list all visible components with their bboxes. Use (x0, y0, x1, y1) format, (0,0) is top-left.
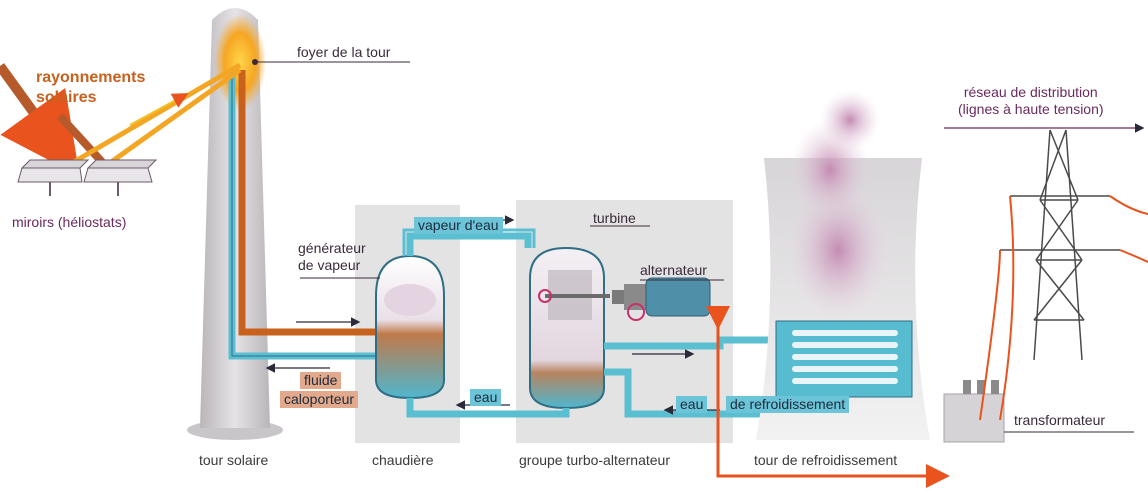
label-caloporteur: caloporteur (280, 391, 359, 408)
reflected-ray-1 (58, 62, 242, 173)
turbine-rotor (538, 270, 610, 320)
transformer (943, 380, 1005, 443)
sun-ray-1 (0, 63, 80, 177)
heliostat-mirrors (17, 159, 158, 196)
label-alternateur: alternateur (640, 262, 707, 278)
boiler-vessel (375, 254, 445, 400)
bottom-label-chaudiere: chaudière (372, 452, 434, 468)
condenser-coil (775, 320, 913, 398)
label-transformateur: transformateur (1014, 412, 1106, 428)
label-turbine: turbine (593, 210, 636, 226)
label-generateur: générateur de vapeur (298, 240, 366, 273)
bottom-label-tour-refroidissement: tour de refroidissement (754, 452, 898, 468)
boiler-steam-cloud (384, 284, 436, 316)
label-rayonnements: rayonnements solaires (36, 69, 146, 106)
label-miroirs: miroirs (héliostats) (12, 214, 127, 230)
tower-pipe-cold-outline (231, 70, 430, 357)
sun-ray-2 (57, 113, 105, 165)
tower-pipe-hot (238, 70, 430, 336)
label-vapeur: vapeur d'eau (414, 217, 503, 234)
tower-focus-glow (214, 14, 266, 110)
power-line (716, 316, 950, 488)
return-water-pipe (406, 398, 570, 418)
label-foyer: foyer de la tour (297, 44, 391, 60)
cooling-pipe-out (604, 336, 790, 350)
label-de-refroidissement: de refroidissement (726, 396, 850, 413)
reflected-ray-3 (129, 93, 189, 126)
bottom-label-groupe: groupe turbo-alternateur (519, 452, 670, 468)
alternator (612, 277, 711, 321)
steam-pipe (406, 232, 532, 256)
transmission-tower (1000, 129, 1120, 361)
hv-lines (979, 195, 1148, 421)
label-eau: eau (470, 389, 502, 406)
label-eau-refroidissement: eau (676, 396, 708, 413)
label-fluide: fluide (300, 372, 342, 389)
reflected-ray-2 (98, 67, 242, 173)
bottom-label-tour-solaire: tour solaire (199, 452, 269, 468)
foyer-dot (252, 59, 258, 65)
cooling-steam-3 (820, 90, 880, 150)
label-reseau: réseau de distribution (lignes à haute t… (958, 84, 1104, 117)
